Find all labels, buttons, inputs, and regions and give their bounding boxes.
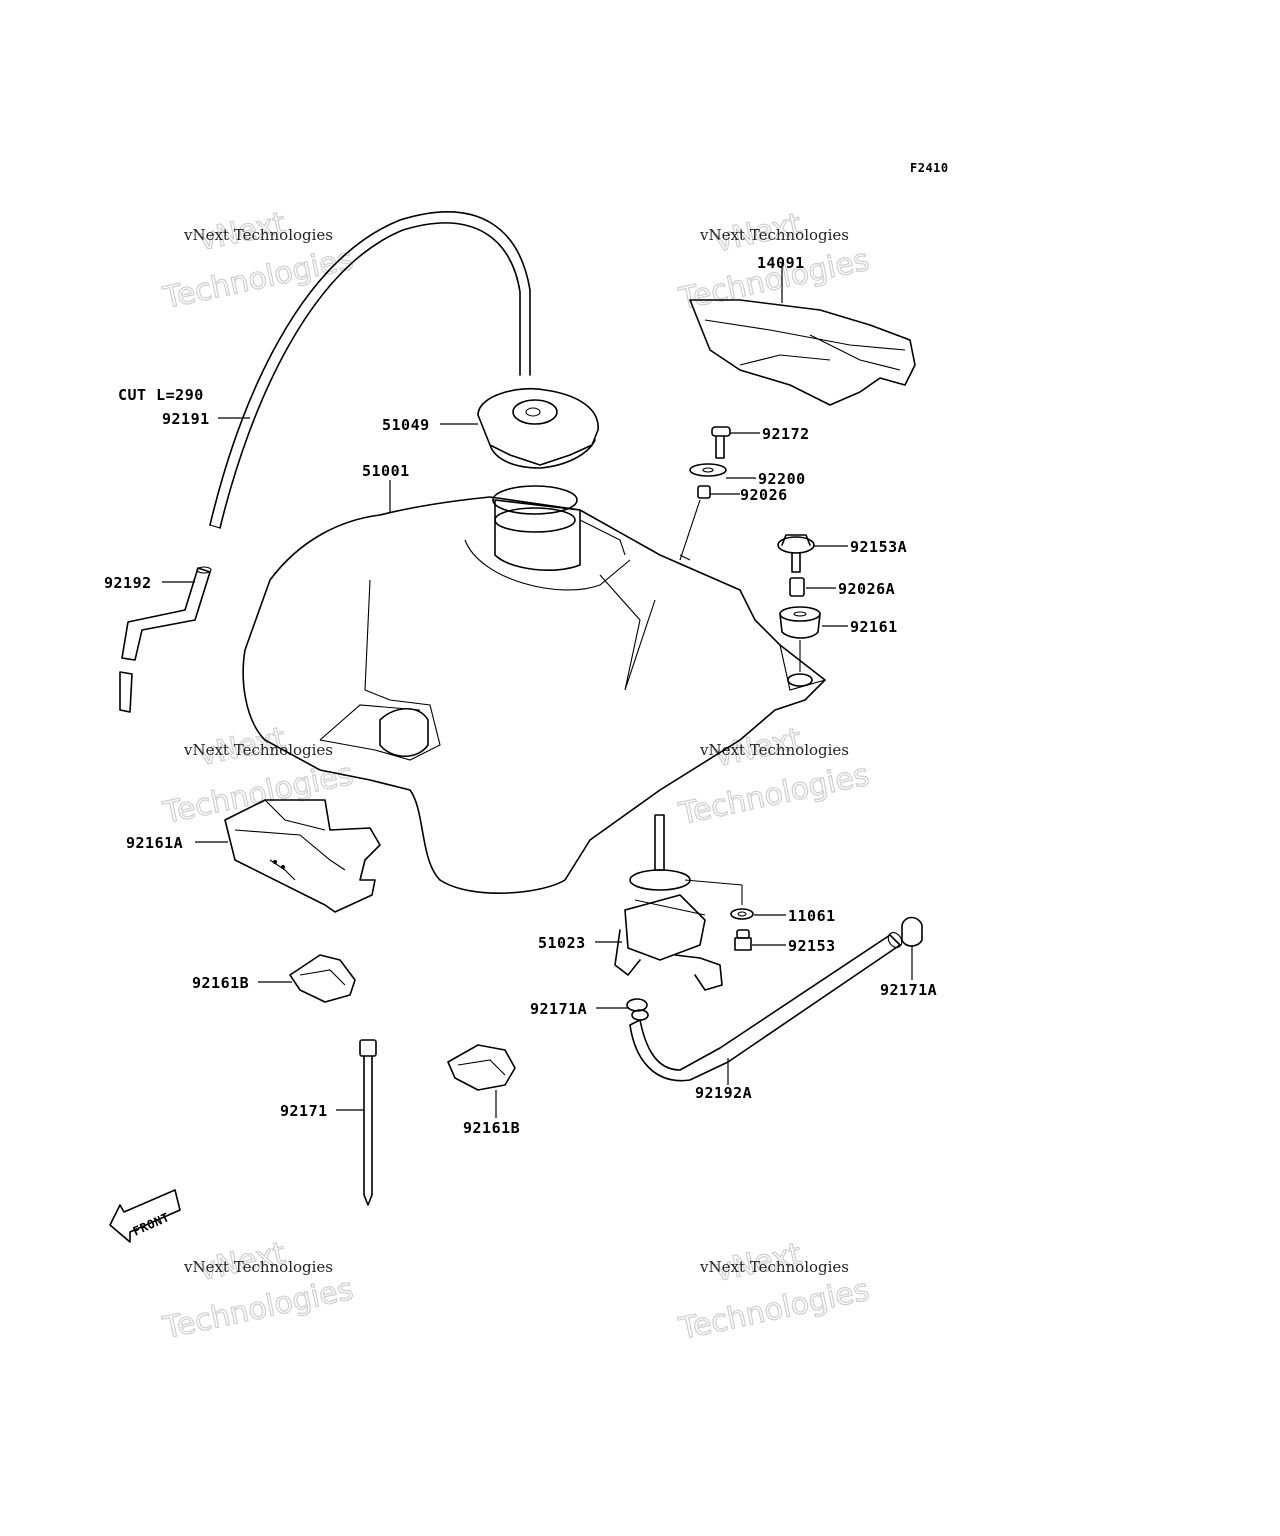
cover-14091 <box>689 299 916 406</box>
watermark-top-left: Technologies vNext vNext Technologies <box>159 205 357 317</box>
svg-text:vNext Technologies: vNext Technologies <box>183 741 333 759</box>
bolt-92172 <box>711 426 731 459</box>
svg-text:Technologies: Technologies <box>160 1272 357 1347</box>
svg-text:vNext Technologies: vNext Technologies <box>699 741 849 759</box>
svg-text:Technologies: Technologies <box>676 1273 873 1348</box>
label-92200: 92200 <box>758 470 806 488</box>
watermark-bottom-left: Technologies vNext vNext Technologies <box>159 1235 357 1347</box>
label-92171A-left: 92171A <box>530 1000 587 1018</box>
label-51023: 51023 <box>538 934 586 952</box>
label-92026: 92026 <box>740 486 788 504</box>
bracket-92161A <box>224 799 381 913</box>
label-92153A: 92153A <box>850 538 907 556</box>
label-92191: 92191 <box>162 410 210 428</box>
bolt-92153A <box>777 534 815 573</box>
fuel-cap-51049 <box>477 387 599 469</box>
label-cut-note: CUT L=290 <box>118 386 204 404</box>
label-92171: 92171 <box>280 1102 328 1120</box>
grommet-92161 <box>779 606 821 639</box>
hose-92192A <box>629 932 903 1082</box>
fuel-cock-51023 <box>614 814 743 991</box>
damper-92161B-top <box>289 954 356 1003</box>
damper-92161B-bottom <box>447 1044 516 1091</box>
collar-92026A <box>789 577 805 597</box>
svg-text:Technologies: Technologies <box>160 757 357 832</box>
front-arrow-icon: FRONT <box>109 1189 181 1243</box>
watermark-bottom-right: Technologies vNext vNext Technologies <box>675 1236 873 1348</box>
hose-92192 <box>119 566 212 713</box>
label-14091: 14091 <box>757 254 805 272</box>
breather-hose-92191 <box>209 211 531 529</box>
label-11061: 11061 <box>788 907 836 925</box>
clamp-92171A-left <box>626 998 649 1021</box>
label-92161B-top: 92161B <box>192 974 249 992</box>
svg-text:vNext Technologies: vNext Technologies <box>183 226 333 244</box>
washer-11061 <box>730 908 754 920</box>
label-92192: 92192 <box>104 574 152 592</box>
label-92026A: 92026A <box>838 580 895 598</box>
label-51049: 51049 <box>382 416 430 434</box>
svg-text:Technologies: Technologies <box>160 242 357 317</box>
svg-text:vNext Technologies: vNext Technologies <box>699 1258 849 1276</box>
svg-text:Technologies: Technologies <box>676 758 873 833</box>
label-92161A: 92161A <box>126 834 183 852</box>
label-92171A-right: 92171A <box>880 981 937 999</box>
leader-92026-to-tank <box>679 499 701 561</box>
label-92172: 92172 <box>762 425 810 443</box>
label-92161: 92161 <box>850 618 898 636</box>
label-92192A: 92192A <box>695 1084 752 1102</box>
cable-tie-92171 <box>359 1039 377 1206</box>
label-92153: 92153 <box>788 937 836 955</box>
svg-text:vNext Technologies: vNext Technologies <box>183 1258 333 1276</box>
collar-92026 <box>697 485 711 499</box>
label-51001: 51001 <box>362 462 410 480</box>
clamp-92171A-right <box>901 916 923 947</box>
washer-92200 <box>689 463 727 477</box>
bolt-92153 <box>734 929 752 951</box>
label-92161B-bottom: 92161B <box>463 1119 520 1137</box>
fuel-tank-51001 <box>242 485 826 894</box>
svg-text:vNext Technologies: vNext Technologies <box>699 226 849 244</box>
figure-id: F2410 <box>910 161 949 175</box>
svg-text:FRONT: FRONT <box>131 1210 172 1238</box>
watermark-mid-right: Technologies vNext vNext Technologies <box>675 721 873 833</box>
